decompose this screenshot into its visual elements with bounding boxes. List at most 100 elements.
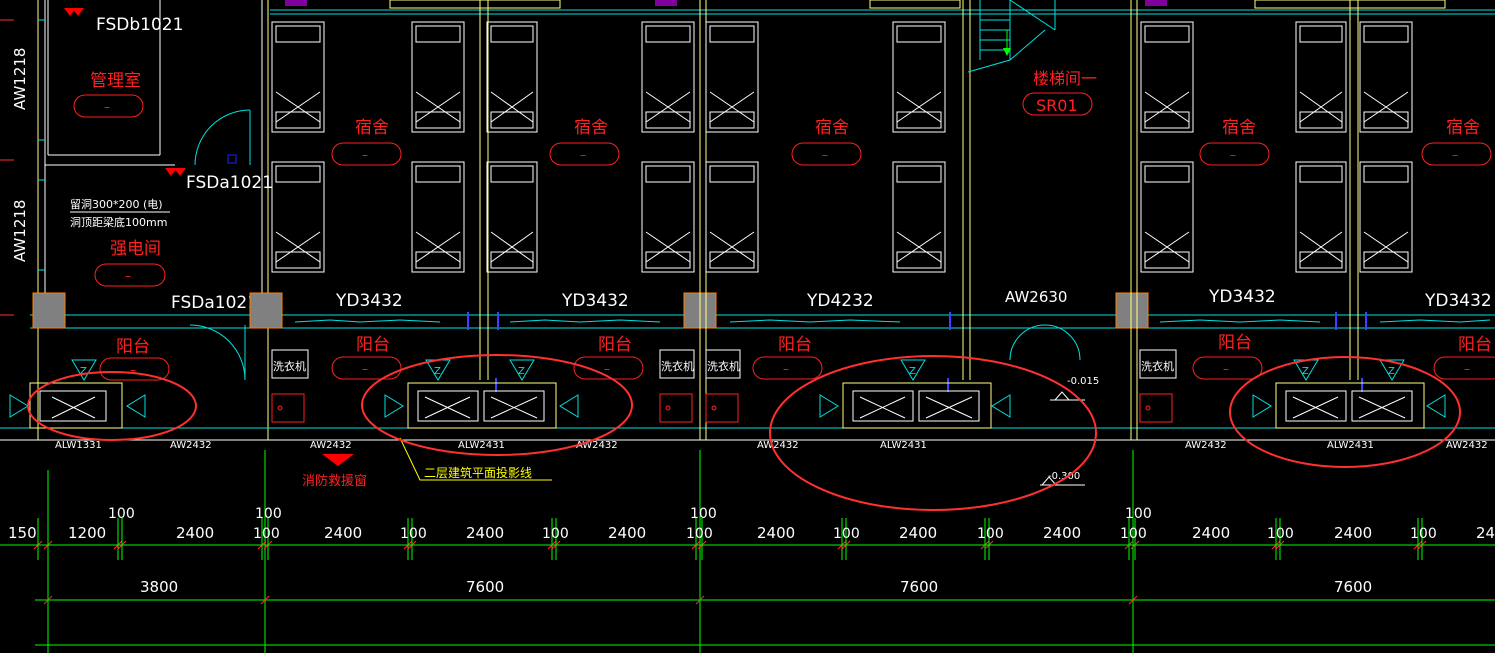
dimension-tick — [43, 595, 53, 605]
ac-arrow — [559, 394, 579, 418]
vertical-window-label-2: AW1218 — [11, 200, 29, 262]
room-label-balcony: 阳台 — [1218, 333, 1252, 353]
ac-units — [29, 382, 1425, 429]
ac-arrow-down — [71, 359, 97, 381]
dimension-value-small: 100 — [255, 506, 282, 522]
bunk-bed — [486, 21, 538, 133]
dimension-value: 2400 — [1192, 524, 1230, 542]
dimension-value: 2400 — [176, 524, 214, 542]
ac-arrow — [9, 394, 29, 418]
wall-glazing — [294, 319, 1491, 323]
facade-window-4: ALW2431 — [458, 440, 505, 451]
partition-window-5: YD3432 — [1208, 287, 1276, 307]
room-tag-dorm-text: – — [362, 148, 368, 162]
electrical-note-line2: 洞顶距梁底100mm — [70, 215, 167, 229]
dimension-value: 2400 — [1334, 524, 1372, 542]
room-tag-balcony — [573, 356, 644, 380]
room-tag-balcony — [1433, 356, 1495, 380]
room-label-dorm: 宿舍 — [574, 118, 608, 138]
bunk-bed — [486, 161, 538, 273]
room-tag-dorm — [1199, 142, 1270, 166]
facade-window-5: AW2432 — [576, 440, 618, 451]
door-label-fsdb: FSDb1021 — [96, 15, 183, 35]
dimension-tick — [1128, 595, 1138, 605]
ac-arrow — [384, 394, 404, 418]
room-label-stair: 楼梯间一 — [1033, 69, 1097, 88]
top-wall-strip — [270, 0, 1495, 15]
room-tag-balcony — [752, 356, 823, 380]
stair — [967, 0, 1056, 73]
room-label-dorm: 宿舍 — [1446, 118, 1480, 138]
blue-markers — [467, 312, 1367, 392]
room-label-balcony: 阳台 — [778, 335, 812, 355]
bunk-bed — [892, 21, 946, 133]
dimension-value: 2400 — [1043, 524, 1081, 542]
room-tag-balcony-text: – — [604, 362, 610, 376]
room-tag-balcony-text: – — [130, 363, 136, 377]
dimension-value-small: 100 — [1125, 506, 1152, 522]
dimension-value-small: 100 — [253, 526, 280, 542]
dimension-value: 2400 — [324, 524, 362, 542]
level-mark-2: -0.300 — [1048, 471, 1080, 482]
dimension-value-small: 100 — [690, 506, 717, 522]
dimension-value-small: 100 — [833, 526, 860, 542]
room-label-dorm: 宿舍 — [1222, 118, 1256, 138]
washing-machine-label-4: 洗衣机 — [1141, 359, 1174, 373]
room-tag-balcony-text: – — [1464, 362, 1470, 376]
dimension-bay-value: 7600 — [1334, 578, 1372, 596]
dimension-lines — [0, 450, 1495, 653]
ac-marker-label: Z — [518, 366, 525, 377]
room-tag-stair-code: SR01 — [1036, 96, 1078, 115]
ac-marker-label: Z — [1388, 366, 1395, 377]
room-label-electrical: 强电间 — [110, 239, 161, 259]
bunk-bed — [1140, 161, 1194, 273]
bunk-bed — [1295, 161, 1347, 273]
door-label-fsda-top: FSDa1021 — [186, 173, 273, 193]
bunk-beds — [271, 21, 1413, 273]
ac-arrow — [991, 394, 1011, 418]
room-label-management: 管理室 — [90, 71, 141, 91]
dimension-value: 2400 — [899, 524, 937, 542]
balcony-labels: 阳台–阳台–阳台–阳台–阳台–阳台– — [99, 333, 1495, 381]
facade-window-6: AW2432 — [757, 440, 799, 451]
dimension-value-small: 100 — [108, 506, 135, 522]
projection-leader — [399, 437, 552, 481]
room-tag-balcony — [331, 356, 402, 380]
ac-arrow-down — [509, 359, 535, 381]
left-rooms — [0, 0, 269, 440]
partition-window-4: AW2630 — [1005, 288, 1067, 306]
dimension-value-small: 100 — [400, 526, 427, 542]
washing-machine-label-3: 洗衣机 — [707, 359, 740, 373]
dimension-value: 2400 — [608, 524, 646, 542]
bunk-bed — [1140, 21, 1194, 133]
partition-window-6: YD3432 — [1424, 291, 1492, 311]
washing-machine-label-2: 洗衣机 — [661, 359, 694, 373]
ac-arrow-down — [1379, 359, 1405, 381]
room-tag-management-text: – — [104, 100, 110, 114]
bunk-bed — [641, 161, 695, 273]
highlight-ellipses — [27, 354, 1461, 511]
bunk-bed — [705, 21, 759, 133]
room-label-balcony: 阳台 — [116, 337, 150, 357]
dimension-value: 150 — [8, 524, 37, 542]
dimension-value-small: 100 — [1267, 526, 1294, 542]
bunk-bed — [271, 161, 325, 273]
projection-note: 二层建筑平面投影线 — [424, 465, 532, 480]
fire-window-marker — [322, 454, 354, 466]
ac-marker-label: Z — [909, 366, 916, 377]
dimension-value: 2400 — [757, 524, 795, 542]
facade-window-7: ALW2431 — [880, 440, 927, 451]
room-tag-electrical — [94, 263, 166, 287]
dimension-value: 2400 — [466, 524, 504, 542]
dimension-bay-value: 7600 — [900, 578, 938, 596]
room-tag-stair — [1022, 92, 1093, 116]
bunk-bed — [892, 161, 946, 273]
ac-arrow-down — [900, 359, 926, 381]
bunk-bed — [411, 161, 465, 273]
dimension-value-small: 100 — [686, 526, 713, 542]
bunk-bed — [641, 21, 695, 133]
dimension-value: 2400 — [1476, 524, 1495, 542]
